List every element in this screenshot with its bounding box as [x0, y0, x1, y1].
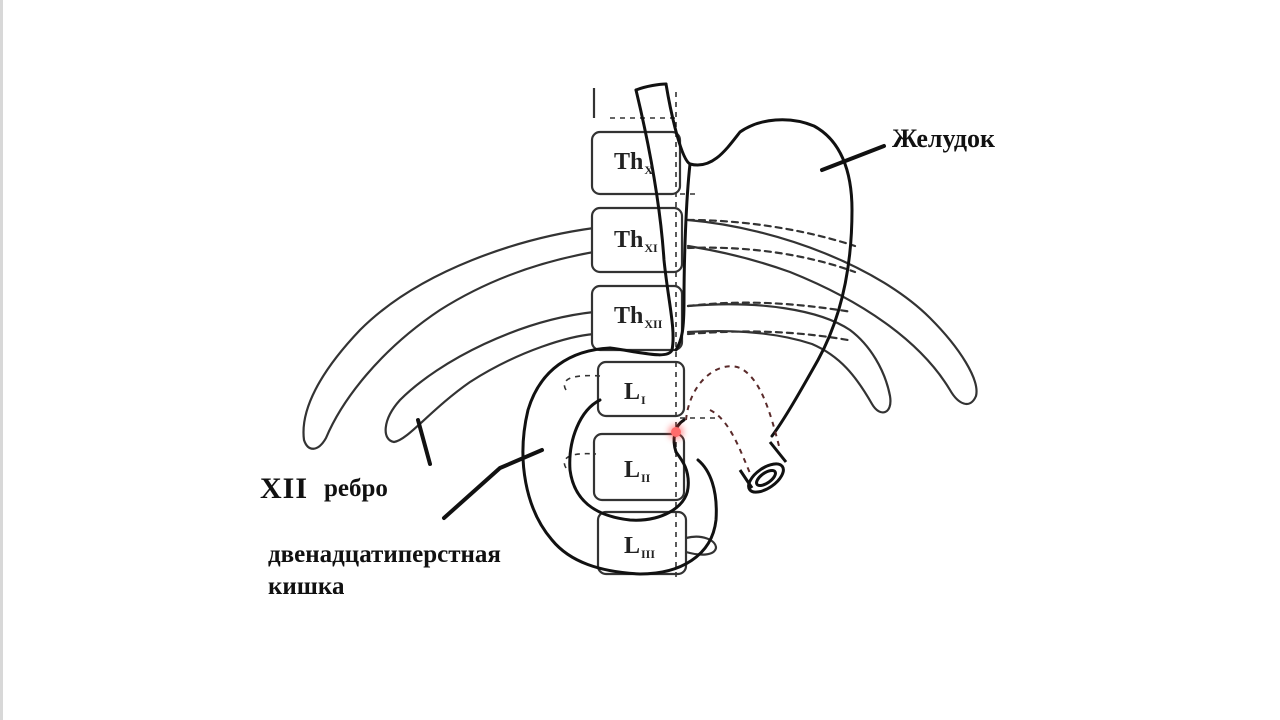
esophagus-top — [634, 82, 668, 92]
left-rib-upper — [302, 226, 596, 450]
vertebra-l1-label: LI — [624, 379, 646, 407]
vertebra-th12-body — [590, 284, 684, 352]
vertebra-l1-body — [596, 360, 686, 418]
left-edge-line — [0, 0, 3, 720]
duodenum-label-line2: кишка — [268, 574, 345, 594]
right-rib-upper — [686, 218, 978, 406]
duodenum-label-line1: двенадцатиперстная — [268, 541, 501, 568]
duodenum-inner — [568, 398, 690, 522]
stomach-label: Желудок — [892, 124, 996, 153]
jejunum-dashed — [709, 409, 753, 479]
rib-leader — [416, 418, 432, 466]
right-rib-lower — [686, 303, 892, 414]
vertebra-th11-label: ThXI — [614, 227, 658, 255]
duodenum-outer — [521, 346, 718, 576]
right-rib-dashed-4 — [686, 330, 850, 342]
left-rib-lower — [384, 310, 596, 444]
right-rib-dashed-2 — [686, 246, 857, 274]
vertebra-l3-label: LIII — [624, 533, 656, 561]
left-ribs — [302, 226, 596, 450]
jejunum-end — [738, 441, 788, 494]
vertebra-th10-label: ThX — [614, 149, 654, 177]
stomach-inner-curve — [674, 162, 692, 352]
rib-number-label: XII — [260, 472, 309, 505]
hidden-structures — [685, 365, 781, 479]
right-ribs — [686, 218, 978, 414]
rib-word-label: ребро — [324, 475, 388, 502]
spine — [563, 88, 718, 580]
duodenum-leader — [442, 448, 544, 520]
stomach-leader — [820, 144, 886, 172]
esophagus-right-wall — [664, 82, 854, 438]
stomach-outline — [521, 82, 854, 576]
vertebra-th12-label: ThXII — [614, 303, 663, 331]
leader-lines — [416, 144, 886, 520]
right-rib-dashed-3 — [686, 301, 854, 314]
vertebra-th10-body — [590, 130, 682, 196]
laser-pointer-dot — [671, 427, 681, 437]
esophagus-left-wall — [608, 88, 675, 357]
right-rib-dashed-1 — [686, 218, 857, 248]
pancreas-dashed — [685, 365, 781, 451]
vertebra-l2-label: LII — [624, 457, 651, 485]
